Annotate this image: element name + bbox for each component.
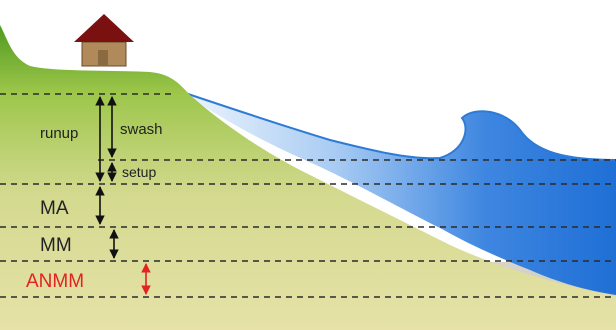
label-mm: MM bbox=[40, 235, 72, 256]
dimension-arrows bbox=[95, 96, 151, 295]
sea-water bbox=[182, 92, 616, 295]
label-ma: MA bbox=[40, 198, 69, 219]
label-runup: runup bbox=[40, 125, 78, 142]
land-slope bbox=[0, 25, 616, 330]
house-icon bbox=[74, 14, 134, 67]
label-swash: swash bbox=[120, 121, 163, 138]
label-setup: setup bbox=[122, 164, 156, 180]
label-anmm: ANMM bbox=[26, 271, 84, 292]
level-lines bbox=[0, 93, 616, 298]
sea-surface-line bbox=[181, 91, 616, 161]
